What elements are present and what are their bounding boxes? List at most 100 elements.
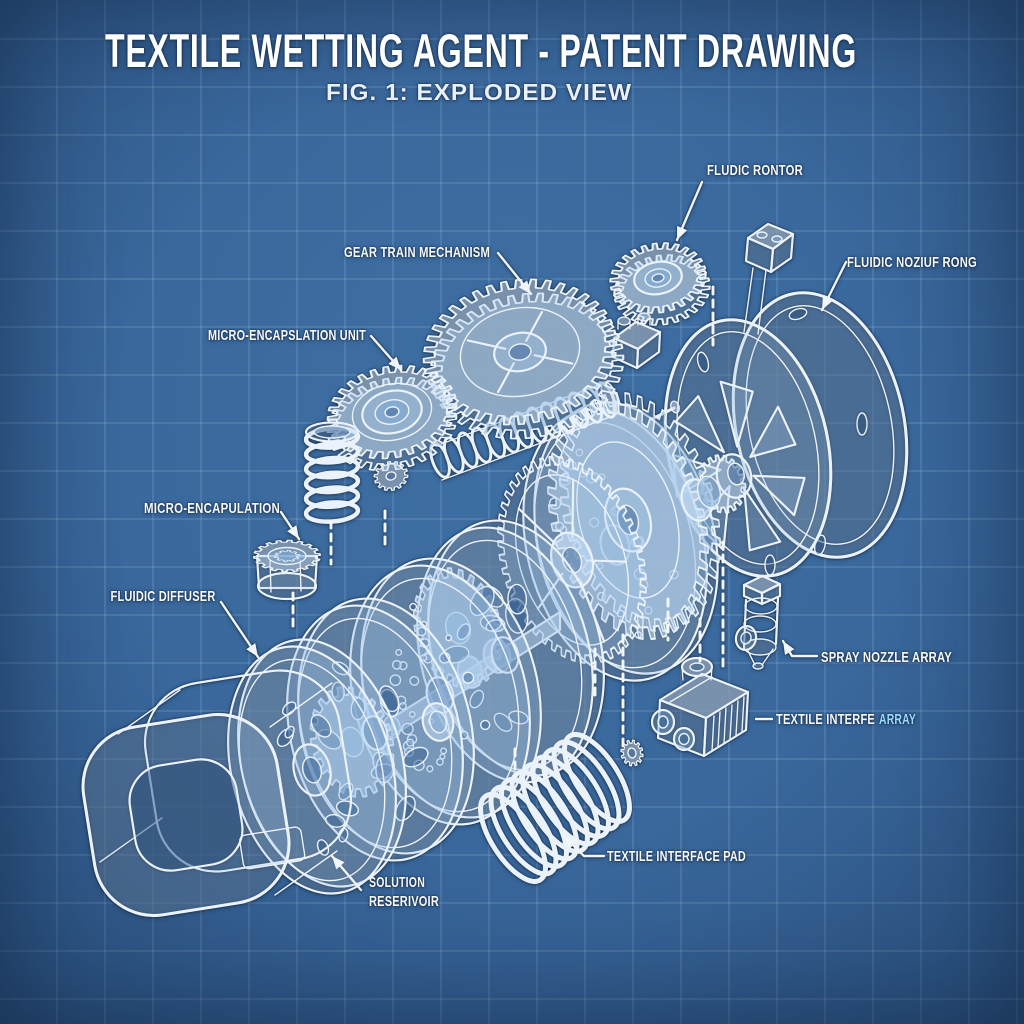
perforated-plate3-part-shape-shape xyxy=(398,702,407,711)
front-plate-part-shape xyxy=(238,658,386,882)
left-coil-spring-part-shape-shape xyxy=(303,500,361,524)
perforated-plate3-part-shape-shape xyxy=(391,659,402,670)
perforated-plate4-part-shape-shape xyxy=(456,623,471,641)
motor-housing-part-shape xyxy=(689,662,705,672)
interface-pad-spring-part-shape xyxy=(478,732,632,884)
spray-nozzle-part-shape xyxy=(744,597,778,615)
perforated-plate4-part-shape xyxy=(441,583,529,732)
spoked-wheel-part-shape-shape xyxy=(517,507,559,547)
perforated-plate3-part-shape-shape xyxy=(389,674,402,687)
perforated-plate3-part-shape-shape xyxy=(426,765,434,773)
gear-train-gear-part-shape-shape xyxy=(533,354,574,365)
leader-arrowhead xyxy=(518,280,531,294)
motor-housing-part xyxy=(650,656,750,758)
knurled-washer-part xyxy=(373,460,409,492)
perforated-plate4-part-shape-shape xyxy=(507,583,528,615)
impeller-fan-part-shape-shape xyxy=(752,474,806,517)
perforated-plate2-part xyxy=(286,597,475,862)
motor-housing-part-shape xyxy=(735,700,739,736)
stud-block-part xyxy=(611,312,662,370)
perforated-plate3-part-shape-shape xyxy=(406,738,415,747)
perforated-plate2-part-shape-shape xyxy=(350,697,366,721)
left-coil-spring-part-shape-shape xyxy=(303,455,361,480)
page-subtitle: FIG. 1: EXPLODED VIEW xyxy=(326,79,632,105)
rotor-block-part-shape xyxy=(771,235,783,243)
label-textile-interface-array-accent: ARRAY xyxy=(879,711,916,728)
reservoir-frame-part-shape xyxy=(128,758,244,872)
knurled-nut-part-shape xyxy=(256,571,318,601)
motor-housing-part-shape xyxy=(723,707,727,744)
left-coil-spring-part xyxy=(303,421,361,524)
impeller-fan-part-shape-shape xyxy=(719,380,754,448)
label-textile-interface-pad: TEXTILE INTERFACE PAD xyxy=(607,848,746,865)
impeller-fan-part-shape-shape xyxy=(674,395,725,454)
housing-ring-outer-part-shape xyxy=(788,307,808,321)
spray-nozzle-part-shape xyxy=(743,615,777,633)
spoked-wheel-part-shape xyxy=(561,546,583,574)
label-micro-encapulation: MICRO-ENCAPULATION xyxy=(144,500,280,517)
gear-train-gear-part-shape-shape xyxy=(466,339,507,350)
spray-nozzle-part-shape xyxy=(743,638,777,656)
housing-ring-inner-part-shape xyxy=(696,351,710,373)
housing-ring-inner-part-shape xyxy=(764,554,776,576)
encapsulation-gear-part-shape xyxy=(351,382,433,442)
front-hub-part xyxy=(421,702,455,742)
front-plate-part-shape-shape xyxy=(325,814,346,828)
centerlines xyxy=(291,285,725,779)
front-hub-part-shape xyxy=(429,710,447,734)
knurled-washer-small-part xyxy=(620,739,644,767)
main-gear-part-shape xyxy=(576,441,680,599)
stud-block-part-shape xyxy=(635,330,662,370)
impeller-fan-part-shape xyxy=(727,462,745,486)
perforated-plate3-part-shape-shape xyxy=(417,626,427,637)
spray-nozzle-part-shape xyxy=(761,648,774,666)
impeller-fan-part-shape-shape xyxy=(743,487,782,552)
reservoir-frame-part-shape xyxy=(269,682,333,728)
perforated-plate3-part-shape-shape xyxy=(479,719,491,731)
leader-arrowhead xyxy=(783,641,795,655)
encapsulation-gear-part-shape xyxy=(384,406,400,418)
main-gear-part xyxy=(547,391,722,641)
gear-train-gear-part-shape-shape xyxy=(496,362,515,394)
front-plate-part-shape-shape xyxy=(284,725,295,739)
interplate-gear-b-part-shape xyxy=(339,726,365,758)
left-coil-spring-part-shape-shape xyxy=(303,470,361,495)
perforated-plate3-part-shape-shape xyxy=(409,675,420,686)
gear-train-gear-part-shape-shape xyxy=(525,310,544,342)
gear-train-gear-part-shape xyxy=(459,306,581,398)
leader-arrowhead xyxy=(287,525,299,539)
perforated-plate3-part-shape-shape xyxy=(445,634,453,642)
interface-pad-spring-part-shape-shape xyxy=(488,784,559,877)
interface-pad-spring-part-shape-shape xyxy=(530,754,601,847)
spoked-wheel-part-shape xyxy=(514,474,630,646)
left-coil-spring-part-shape-shape xyxy=(303,485,361,510)
page-title: TEXTILE WETTING AGENT - PATENT DRAWING xyxy=(105,24,857,77)
interface-pad-spring-part-shape-shape xyxy=(562,732,632,824)
interface-pad-spring-part-shape-shape xyxy=(551,739,622,832)
main-gear-part-shape xyxy=(696,475,722,509)
spoked-wheel-part-shape-shape xyxy=(536,572,564,610)
leader-arrowhead xyxy=(564,836,578,850)
spray-nozzle-part-shape xyxy=(740,631,752,645)
rotor-block-part-shape xyxy=(757,269,767,335)
left-coil-spring-part-shape xyxy=(303,426,361,524)
spray-nozzle-part-shape xyxy=(747,650,756,666)
gear-train-gear-part-shape xyxy=(466,310,574,394)
interface-pad-spring-part-shape-shape xyxy=(541,747,611,839)
rotor-gear-part-shape xyxy=(651,273,665,283)
leader-arrowhead xyxy=(822,295,833,310)
perforated-plate3-part-shape-shape xyxy=(439,753,446,760)
rotor-gear-part xyxy=(609,242,711,326)
label-spray-nozzle-array: SPRAY NOZZLE ARRAY xyxy=(821,649,952,666)
rotor-block-part-shape xyxy=(743,267,754,333)
motor-housing-part-shape xyxy=(741,696,745,732)
left-coil-spring-part-shape-shape xyxy=(303,440,361,465)
gear-train-gear-part xyxy=(422,278,625,440)
knurled-washer-part-shape xyxy=(385,471,397,481)
label-gear-train-mechanism: GEAR TRAIN MECHANISM xyxy=(344,244,490,261)
knurled-nut-part xyxy=(252,539,322,601)
